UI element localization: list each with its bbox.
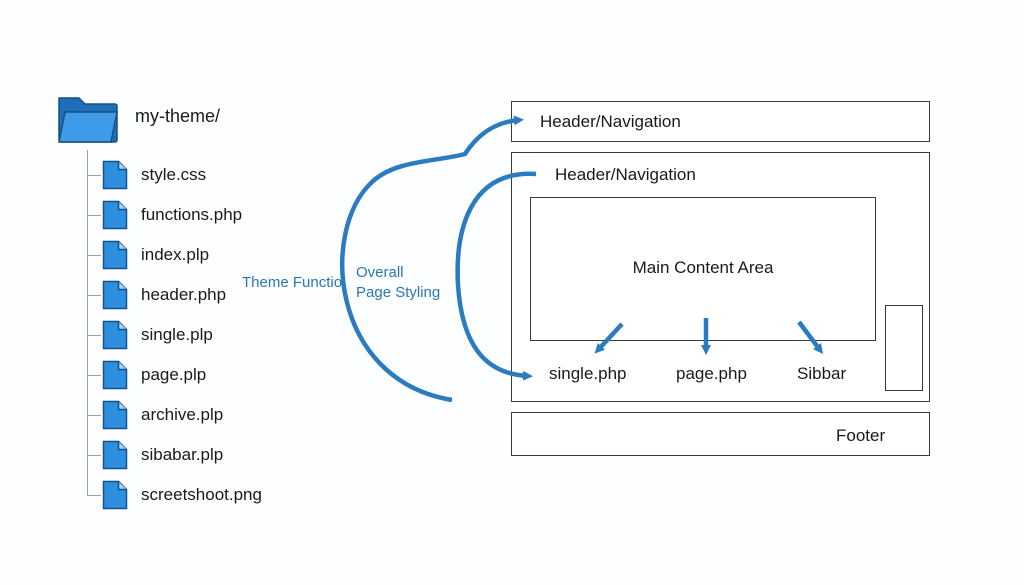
tree-branch: [87, 175, 101, 176]
overall-label: Overall: [356, 264, 404, 281]
sidebar-label: Sibbar: [797, 364, 847, 383]
tree-branch: [87, 255, 101, 256]
theme-functions-label: Theme Functio: [242, 274, 343, 291]
file-name: archive.plp: [141, 405, 224, 424]
inner-header-label: Header/Navigation: [555, 165, 696, 184]
file-icon: [102, 440, 128, 470]
top-header-label: Header/Navigation: [540, 112, 681, 131]
root-folder-label[interactable]: my-theme/: [135, 106, 221, 126]
tree-branch: [87, 335, 101, 336]
file-icon: [102, 240, 128, 270]
file-name: index.plp: [141, 245, 210, 264]
single-php-label: single.php: [549, 364, 627, 383]
file-row[interactable]: screetshoot.png: [102, 479, 262, 511]
file-row[interactable]: functions.php: [102, 199, 242, 231]
tree-branch: [87, 295, 101, 296]
tree-branch: [87, 375, 101, 376]
tree-branch: [87, 215, 101, 216]
curved-arrow-outer: [340, 115, 524, 403]
file-name: functions.php: [141, 205, 243, 224]
page-layout-box[interactable]: Header/Navigation Main Content Area sing…: [511, 152, 930, 402]
main-content-box[interactable]: Main Content Area: [530, 197, 876, 341]
footer-box[interactable]: Footer: [511, 412, 930, 456]
file-icon: [102, 400, 128, 430]
file-row[interactable]: style.css: [102, 159, 206, 191]
file-icon: [102, 320, 128, 350]
file-row[interactable]: sibabar.plp: [102, 439, 223, 471]
sidebar-box[interactable]: [885, 305, 923, 391]
file-name: style.css: [141, 165, 207, 184]
tree-connector: [87, 150, 102, 496]
footer-label: Footer: [836, 426, 886, 445]
page-php-label: page.php: [676, 364, 747, 383]
top-header-box[interactable]: Header/Navigation: [511, 101, 930, 142]
file-icon: [102, 280, 128, 310]
tree-branch: [87, 455, 101, 456]
file-icon: [102, 200, 128, 230]
file-name: single.plp: [141, 325, 213, 344]
file-name: header.php: [141, 285, 227, 304]
file-name: screetshoot.png: [141, 485, 262, 504]
tree-branch: [87, 415, 101, 416]
file-icon: [102, 480, 128, 510]
file-row[interactable]: single.plp: [102, 319, 213, 351]
file-row[interactable]: page.plp: [102, 359, 206, 391]
arrow-to-sidebar: [797, 320, 823, 354]
tree-branch: [87, 495, 101, 496]
file-icon: [102, 360, 128, 390]
page-styling-label: Page Styling: [356, 284, 441, 301]
file-row[interactable]: header.php: [102, 279, 226, 311]
folder-icon[interactable]: [57, 94, 119, 144]
arrow-to-single: [594, 322, 624, 354]
main-content-label: Main Content Area: [632, 258, 774, 277]
file-name: sibabar.plp: [141, 445, 224, 464]
curved-arrow-inner: [455, 171, 537, 381]
file-row[interactable]: index.plp: [102, 239, 209, 271]
file-row[interactable]: archive.plp: [102, 399, 223, 431]
file-icon: [102, 160, 128, 190]
file-name: page.plp: [141, 365, 207, 384]
